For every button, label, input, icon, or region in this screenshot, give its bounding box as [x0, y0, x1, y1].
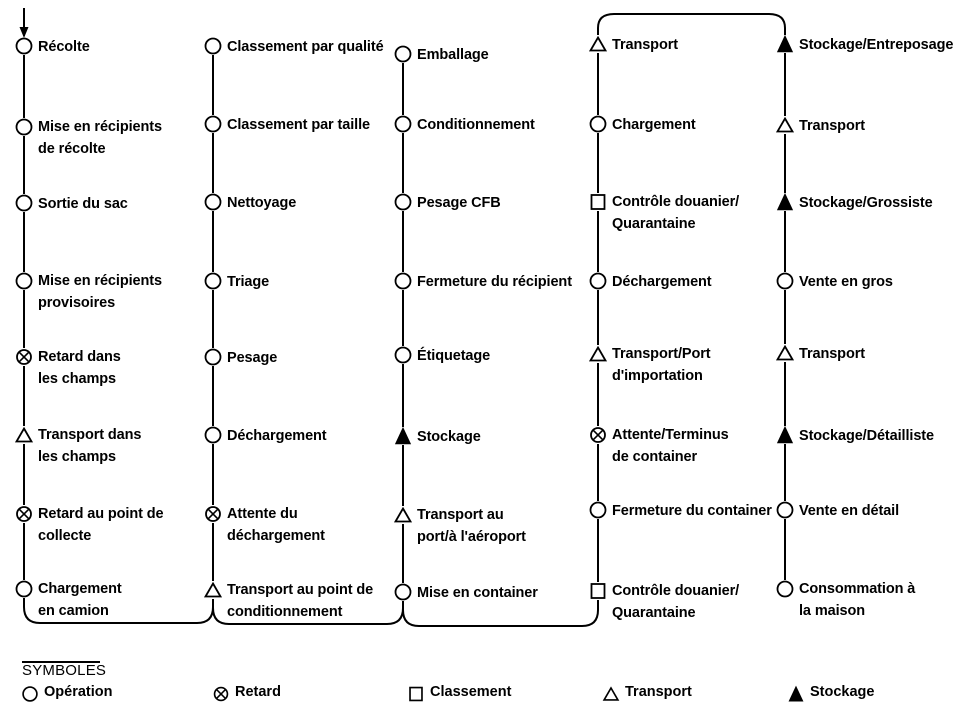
stockage-icon [788, 685, 804, 702]
classement-icon [590, 194, 606, 210]
retard-icon-stroke [207, 508, 219, 520]
retard-icon-stroke [592, 429, 604, 441]
legend-divider [22, 661, 100, 663]
operation-icon [589, 115, 607, 133]
transport-icon [393, 506, 413, 523]
operation-icon [394, 346, 412, 364]
classement-icon [590, 583, 606, 599]
flow-entry-arrowhead [19, 27, 29, 38]
operation-icon [394, 272, 412, 290]
transport-icon [203, 581, 223, 598]
operation-icon [394, 115, 412, 133]
operation-icon [15, 194, 33, 212]
operation-icon [15, 118, 33, 136]
legend-item-operation: Opération [44, 684, 113, 700]
legend-title: SYMBOLES [22, 662, 107, 679]
operation-icon [776, 272, 794, 290]
retard-icon-stroke [215, 688, 227, 700]
operation-icon [22, 686, 38, 702]
transport-icon [775, 116, 795, 133]
operation-icon [589, 501, 607, 519]
transport-icon [588, 35, 608, 52]
operation-icon [776, 580, 794, 598]
flow-connector-bottom [23, 598, 214, 624]
flow-column-2 [203, 37, 404, 625]
classement-icon [409, 686, 423, 702]
operation-icon [394, 45, 412, 63]
legend-item-retard: Retard [235, 684, 281, 700]
operation-icon [394, 193, 412, 211]
flow-column-3 [393, 45, 599, 627]
operation-icon [204, 37, 222, 55]
transport-icon [775, 344, 795, 361]
operation-icon [15, 272, 33, 290]
flow-column-4 [588, 13, 786, 599]
operation-icon [776, 501, 794, 519]
operation-icon [204, 426, 222, 444]
stockage-icon [776, 192, 794, 211]
flow-connector-bottom [402, 600, 599, 627]
stockage-icon [776, 425, 794, 444]
retard-icon-stroke [18, 351, 30, 363]
retard-icon-stroke [18, 508, 30, 520]
flow-column-5 [775, 34, 795, 598]
transport-icon [588, 345, 608, 362]
operation-icon [204, 115, 222, 133]
operation-icon [15, 37, 33, 55]
operation-icon [204, 348, 222, 366]
stockage-icon [394, 426, 412, 445]
legend-item-transport: Transport [625, 684, 692, 700]
flow-connector-top [597, 13, 786, 35]
transport-icon [14, 426, 34, 443]
legend-symbols [22, 685, 804, 702]
flow-column-1 [14, 8, 214, 624]
legend-item-classement: Classement [430, 684, 512, 700]
transport-icon [602, 686, 620, 701]
operation-icon [589, 272, 607, 290]
operation-icon [15, 580, 33, 598]
operation-icon [204, 272, 222, 290]
stockage-icon [776, 34, 794, 53]
flow-connector-bottom [212, 599, 404, 625]
operation-icon [394, 583, 412, 601]
legend-item-stockage: Stockage [810, 684, 875, 700]
operation-icon [204, 193, 222, 211]
